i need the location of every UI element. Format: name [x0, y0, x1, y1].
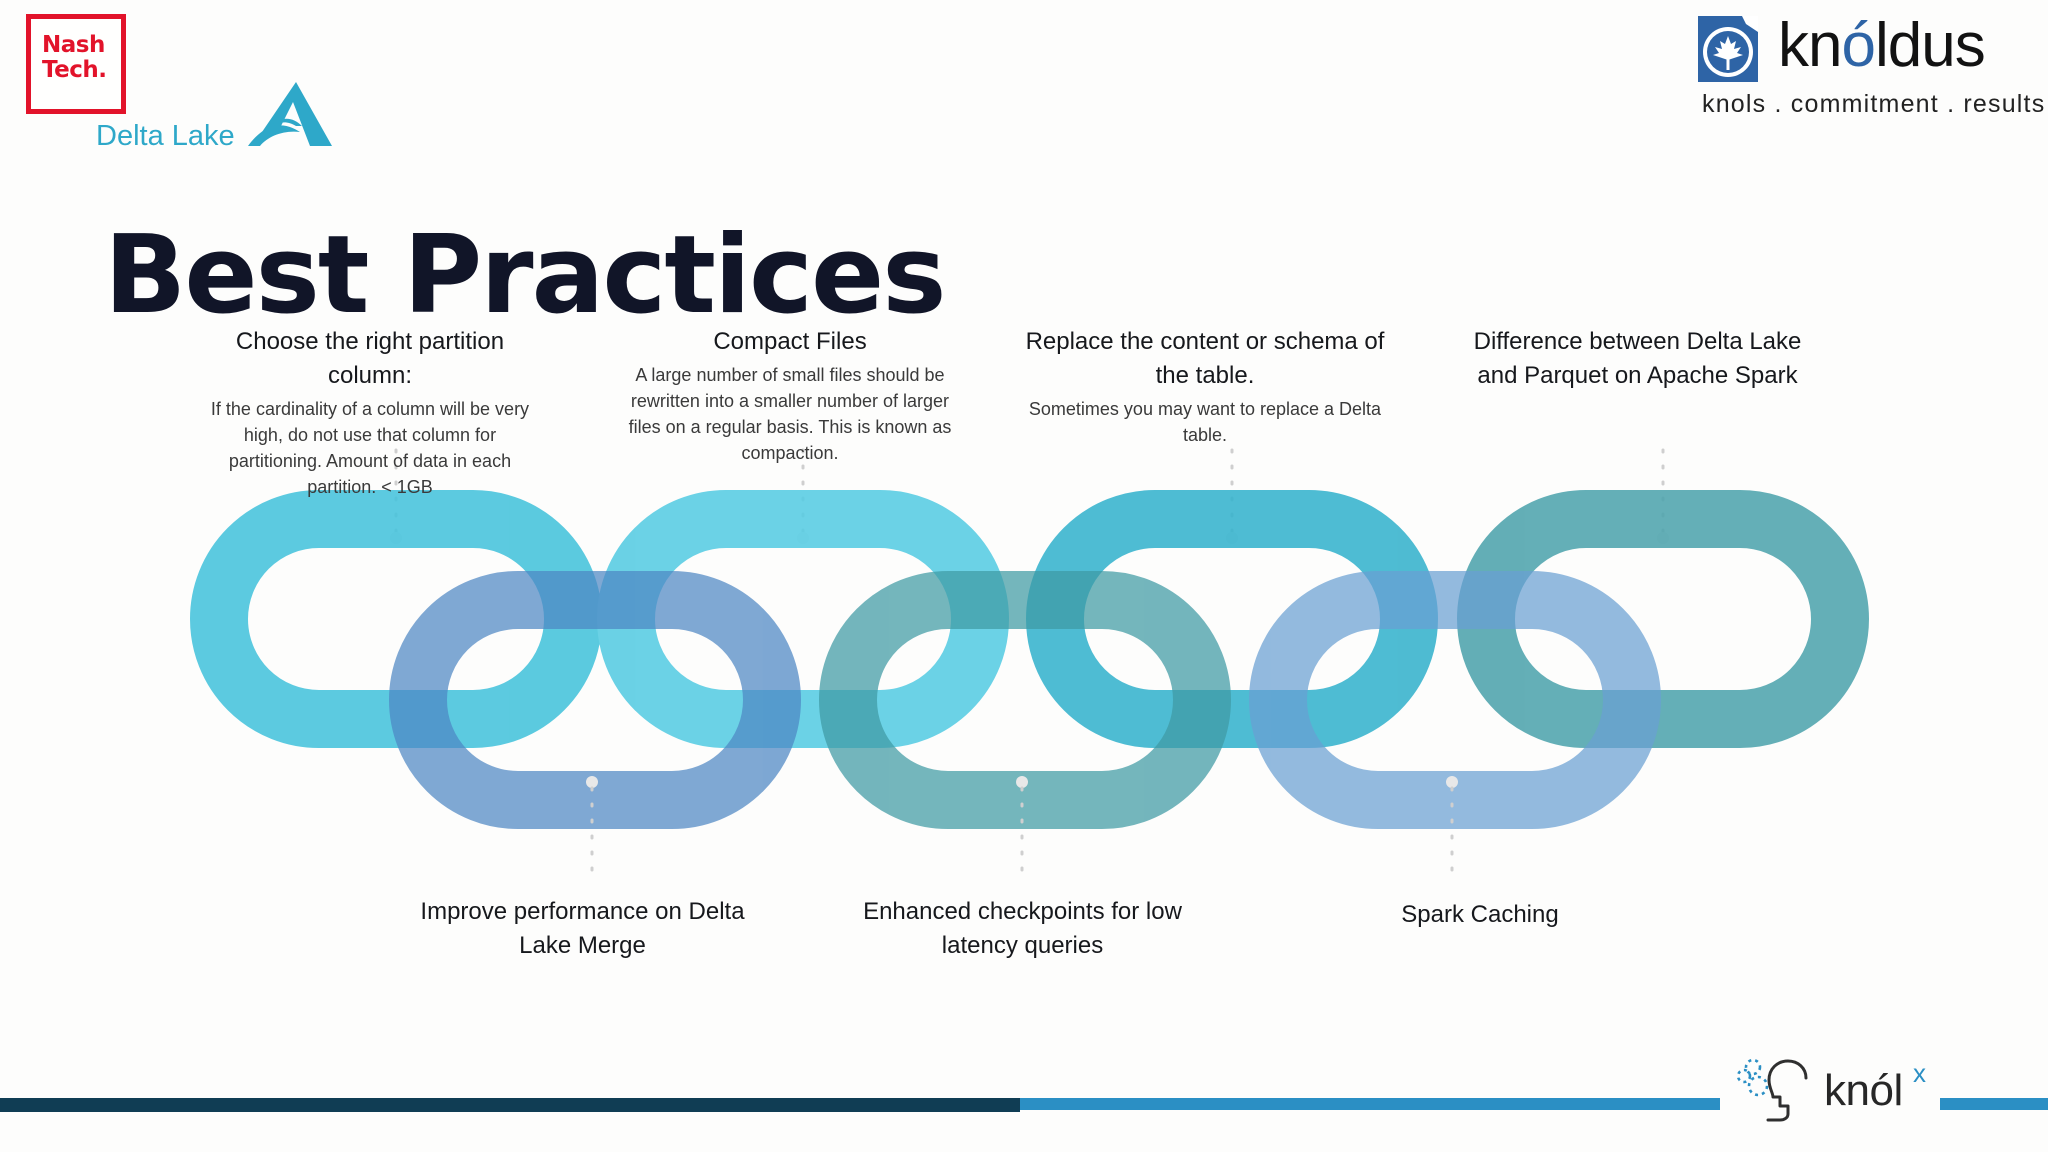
knolx-word-accent: ó: [1869, 1066, 1894, 1115]
knoldus-word-prefix: kn: [1778, 11, 1842, 80]
connector-dots-bottom: [586, 776, 1458, 788]
chain-link-top-0: [190, 490, 602, 748]
knoldus-tagline: knols . commitment . results: [1702, 90, 2046, 118]
chain-label-bottom-2-title: Spark Caching: [1401, 901, 1559, 928]
nashtech-logo: Nash Tech.: [26, 14, 126, 114]
chain-label-bottom-0-title: Improve performance on Delta Lake Merge: [420, 898, 745, 959]
chain-label-top-3-title: Difference between Delta Lake and Parque…: [1473, 328, 1802, 389]
knoldus-maple-leaf-badge-icon: [1696, 14, 1766, 84]
chain-links-bottom: [389, 571, 1661, 829]
chain-link-bottom-2: [1249, 571, 1661, 829]
knolx-head-thinking-icon: [1728, 1058, 1824, 1134]
nashtech-logo-text: Nash Tech.: [42, 32, 107, 83]
delta-lake-logo: Delta Lake: [96, 80, 336, 160]
chain-link-bottom-1: [819, 571, 1231, 829]
delta-lake-label: Delta Lake: [96, 120, 235, 152]
knolx-word-prefix: kn: [1824, 1066, 1870, 1115]
connector-dot-top-1: [797, 532, 809, 544]
chain-label-top-0: Choose the right partition column: If th…: [195, 325, 545, 500]
footer-bar: [0, 1098, 2048, 1112]
connector-dots-top: [390, 532, 1669, 544]
knolx-wordmark: knól: [1824, 1066, 1903, 1116]
chain-link-top-3: [1457, 490, 1869, 748]
knoldus-logo: knóldus knols . commitment . results: [1696, 11, 2044, 120]
chain-label-bottom-1: Enhanced checkpoints for low latency que…: [845, 895, 1200, 963]
connector-dot-top-0: [390, 532, 402, 544]
delta-lake-triangle-icon: [238, 80, 334, 157]
chain-label-bottom-1-title: Enhanced checkpoints for low latency que…: [863, 898, 1182, 959]
knolx-superscript-x: x: [1913, 1058, 1926, 1088]
connector-dot-bottom-0: [586, 776, 598, 788]
footer-bar-light-segment-right: [1940, 1098, 2048, 1110]
connector-lines-bottom: [590, 786, 1454, 882]
chain-label-top-2-title: Replace the content or schema of the tab…: [1025, 328, 1385, 389]
connector-dot-bottom-1: [1016, 776, 1028, 788]
chain-link-bottom-0: [389, 571, 801, 829]
chain-label-top-2-desc: Sometimes you may want to replace a Delt…: [1028, 399, 1382, 445]
knoldus-word-suffix: ldus: [1874, 11, 1986, 80]
knolx-logo: knól x: [1728, 1052, 1938, 1130]
page-title: Best Practices: [104, 213, 947, 339]
chain-label-bottom-0: Improve performance on Delta Lake Merge: [405, 895, 760, 963]
knoldus-wordmark: knóldus: [1778, 10, 1986, 81]
connector-dot-top-3: [1657, 532, 1669, 544]
connector-dot-bottom-2: [1446, 776, 1458, 788]
connector-lines-top: [394, 448, 1665, 537]
footer-bar-dark-segment: [0, 1098, 1020, 1112]
chain-label-bottom-2: Spark Caching: [1315, 898, 1645, 932]
knoldus-word-accent: ó: [1841, 11, 1875, 80]
chain-links-top: [190, 490, 1869, 748]
connector-dot-top-2: [1226, 532, 1238, 544]
chain-label-top-3: Difference between Delta Lake and Parque…: [1460, 325, 1815, 396]
chain-link-top-1: [597, 490, 1009, 748]
nashtech-logo-line2: Tech.: [42, 57, 107, 83]
chain-link-top-2: [1026, 490, 1438, 748]
chain-label-top-0-title: Choose the right partition column:: [235, 328, 505, 389]
chain-label-top-0-desc: If the cardinality of a column will be v…: [210, 399, 530, 497]
nashtech-logo-line1: Nash: [42, 32, 105, 58]
knolx-word-suffix: l: [1893, 1066, 1903, 1115]
chain-label-top-1-desc: A large number of small files should be …: [628, 365, 952, 463]
chain-label-top-2: Replace the content or schema of the tab…: [1025, 325, 1385, 448]
chain-label-top-1: Compact Files A large number of small fi…: [620, 325, 960, 466]
footer-bar-light-segment-left: [1020, 1098, 1720, 1110]
chain-label-top-1-title: Compact Files: [713, 328, 867, 355]
